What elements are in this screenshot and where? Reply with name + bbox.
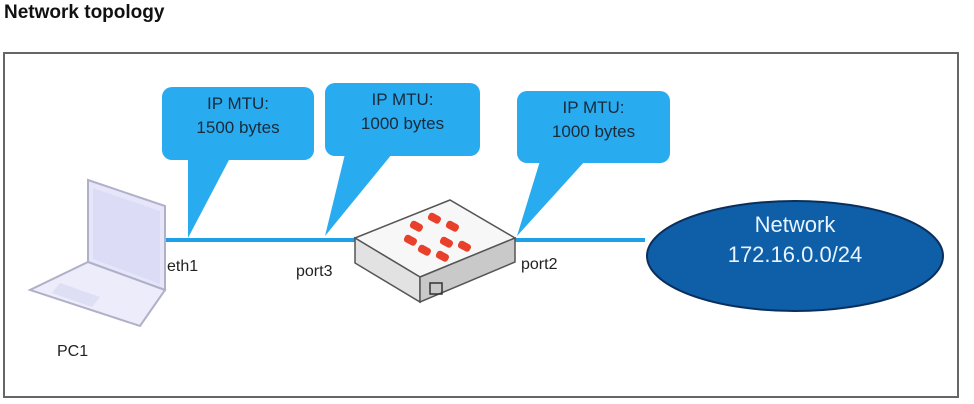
port-label-port3: port3 [296,263,333,280]
bubble-text-eth1: IP MTU: 1500 bytes [162,92,314,140]
laptop-icon [27,178,167,328]
bubble-line1: IP MTU: [371,90,434,109]
page-title: Network topology [4,2,165,23]
network-label: Network [754,212,836,237]
mtu-bubble-eth1 [162,87,314,238]
bubble-line2: 1500 bytes [196,118,280,137]
network-text: Network 172.16.0.0/24 [647,210,943,270]
port-label-port2: port2 [521,256,558,273]
interface-label-eth1: eth1 [167,258,199,275]
device-label-pc1: PC1 [57,343,89,360]
network-subnet: 172.16.0.0/24 [727,242,863,267]
mtu-bubble-port3 [325,83,480,236]
network-cloud [646,200,944,312]
fortinet-firewall-icon [353,199,517,304]
bubble-line1: IP MTU: [562,98,625,117]
bubble-text-port2: IP MTU: 1000 bytes [517,96,670,144]
bubble-line2: 1000 bytes [360,114,445,133]
bubble-line1: IP MTU: [206,94,270,113]
bubble-text-port3: IP MTU: 1000 bytes [325,88,480,136]
mtu-bubble-port2 [517,91,670,236]
bubble-line2: 1000 bytes [551,122,636,141]
